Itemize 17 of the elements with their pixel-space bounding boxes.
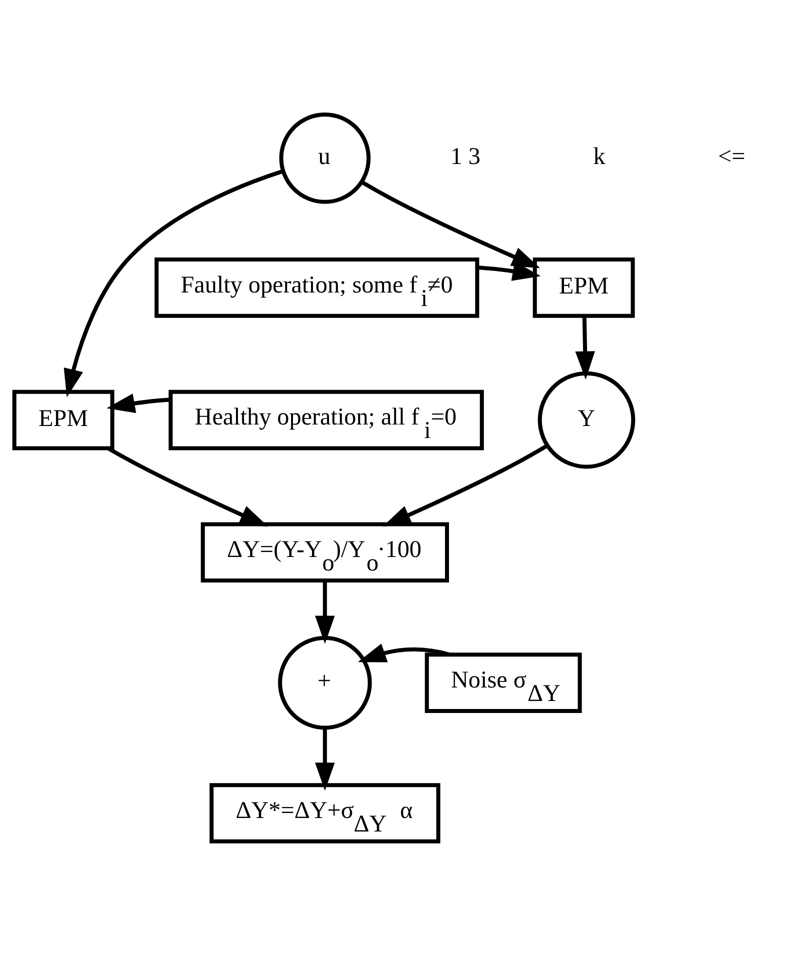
arrow [574,315,594,380]
arrow [314,726,334,790]
arrow [106,446,268,526]
label: <= [717,142,745,170]
label: k [592,142,605,170]
node-circle: Y [537,370,635,468]
arrow [382,443,548,526]
arrow [314,580,334,644]
arrow [106,393,170,413]
arrow [357,643,450,662]
node-box: EPM [532,257,634,318]
label: 1 3 [450,142,480,170]
node-circle: + [278,635,372,730]
node-circle: u [278,112,370,204]
node-box: EPM [12,389,114,450]
arrow [63,168,284,397]
arrow [360,180,540,268]
